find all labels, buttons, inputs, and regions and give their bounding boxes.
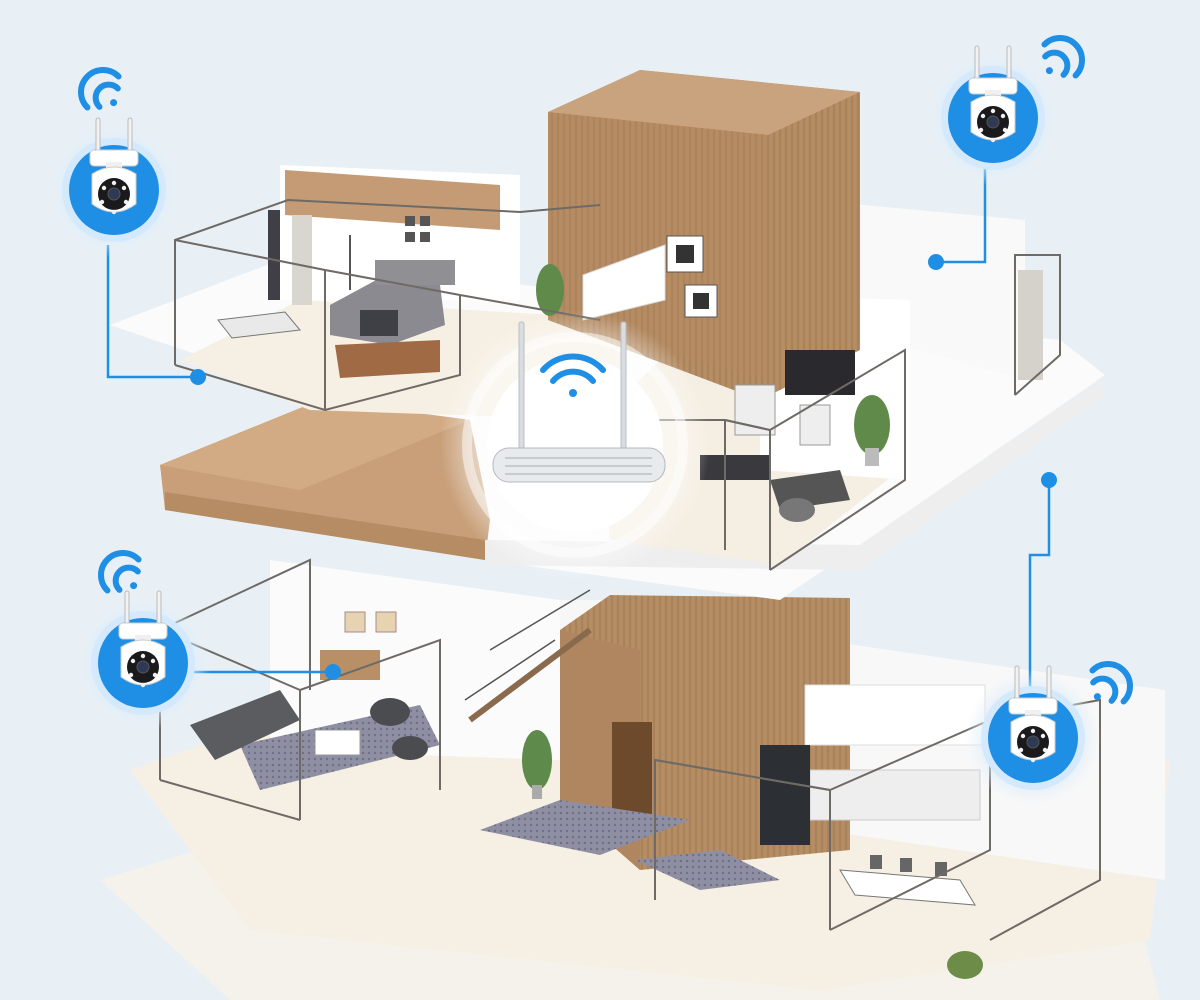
ptz-camera-icon [968, 45, 1018, 143]
hall-rug [480, 800, 690, 855]
camera-node-bottom-left [75, 550, 211, 731]
refrigerator [760, 745, 810, 845]
wifi-signal-icon [540, 353, 606, 397]
camera-node-top-right [925, 35, 1085, 186]
camera-node-top-left [46, 67, 182, 258]
wifi-signal-icon [1041, 35, 1085, 79]
connector-lines [106, 165, 1051, 690]
connector-top-right [936, 165, 987, 264]
router-node [440, 310, 710, 580]
ptz-camera-icon [1008, 665, 1058, 763]
ptz-camera-icon [118, 590, 168, 688]
staircase [464, 589, 592, 723]
wifi-router-icon [492, 321, 666, 483]
plants-lower [522, 730, 983, 979]
wifi-signal-icon [78, 67, 122, 111]
living-room [190, 611, 440, 790]
curtain [1018, 270, 1043, 380]
router-badge [487, 357, 663, 533]
wifi-signal-icon [98, 550, 142, 594]
door [612, 722, 652, 817]
wifi-signal-icon [1089, 661, 1133, 705]
bedroom [217, 210, 455, 378]
kitchen [760, 684, 986, 845]
glass-walls-upper [174, 198, 1061, 571]
tv-screen [785, 350, 855, 395]
lower-floor [100, 558, 1170, 1000]
cameras-layer [46, 35, 1133, 806]
connector-top-left [106, 245, 198, 379]
camera-node-bottom-right [965, 661, 1133, 806]
connector-bottom-right [1028, 480, 1051, 690]
ptz-camera-icon [89, 117, 139, 215]
gym [536, 264, 890, 522]
connector-dots [190, 254, 1057, 680]
glass-walls-lower [159, 558, 1101, 941]
upper-floor [110, 70, 1105, 600]
